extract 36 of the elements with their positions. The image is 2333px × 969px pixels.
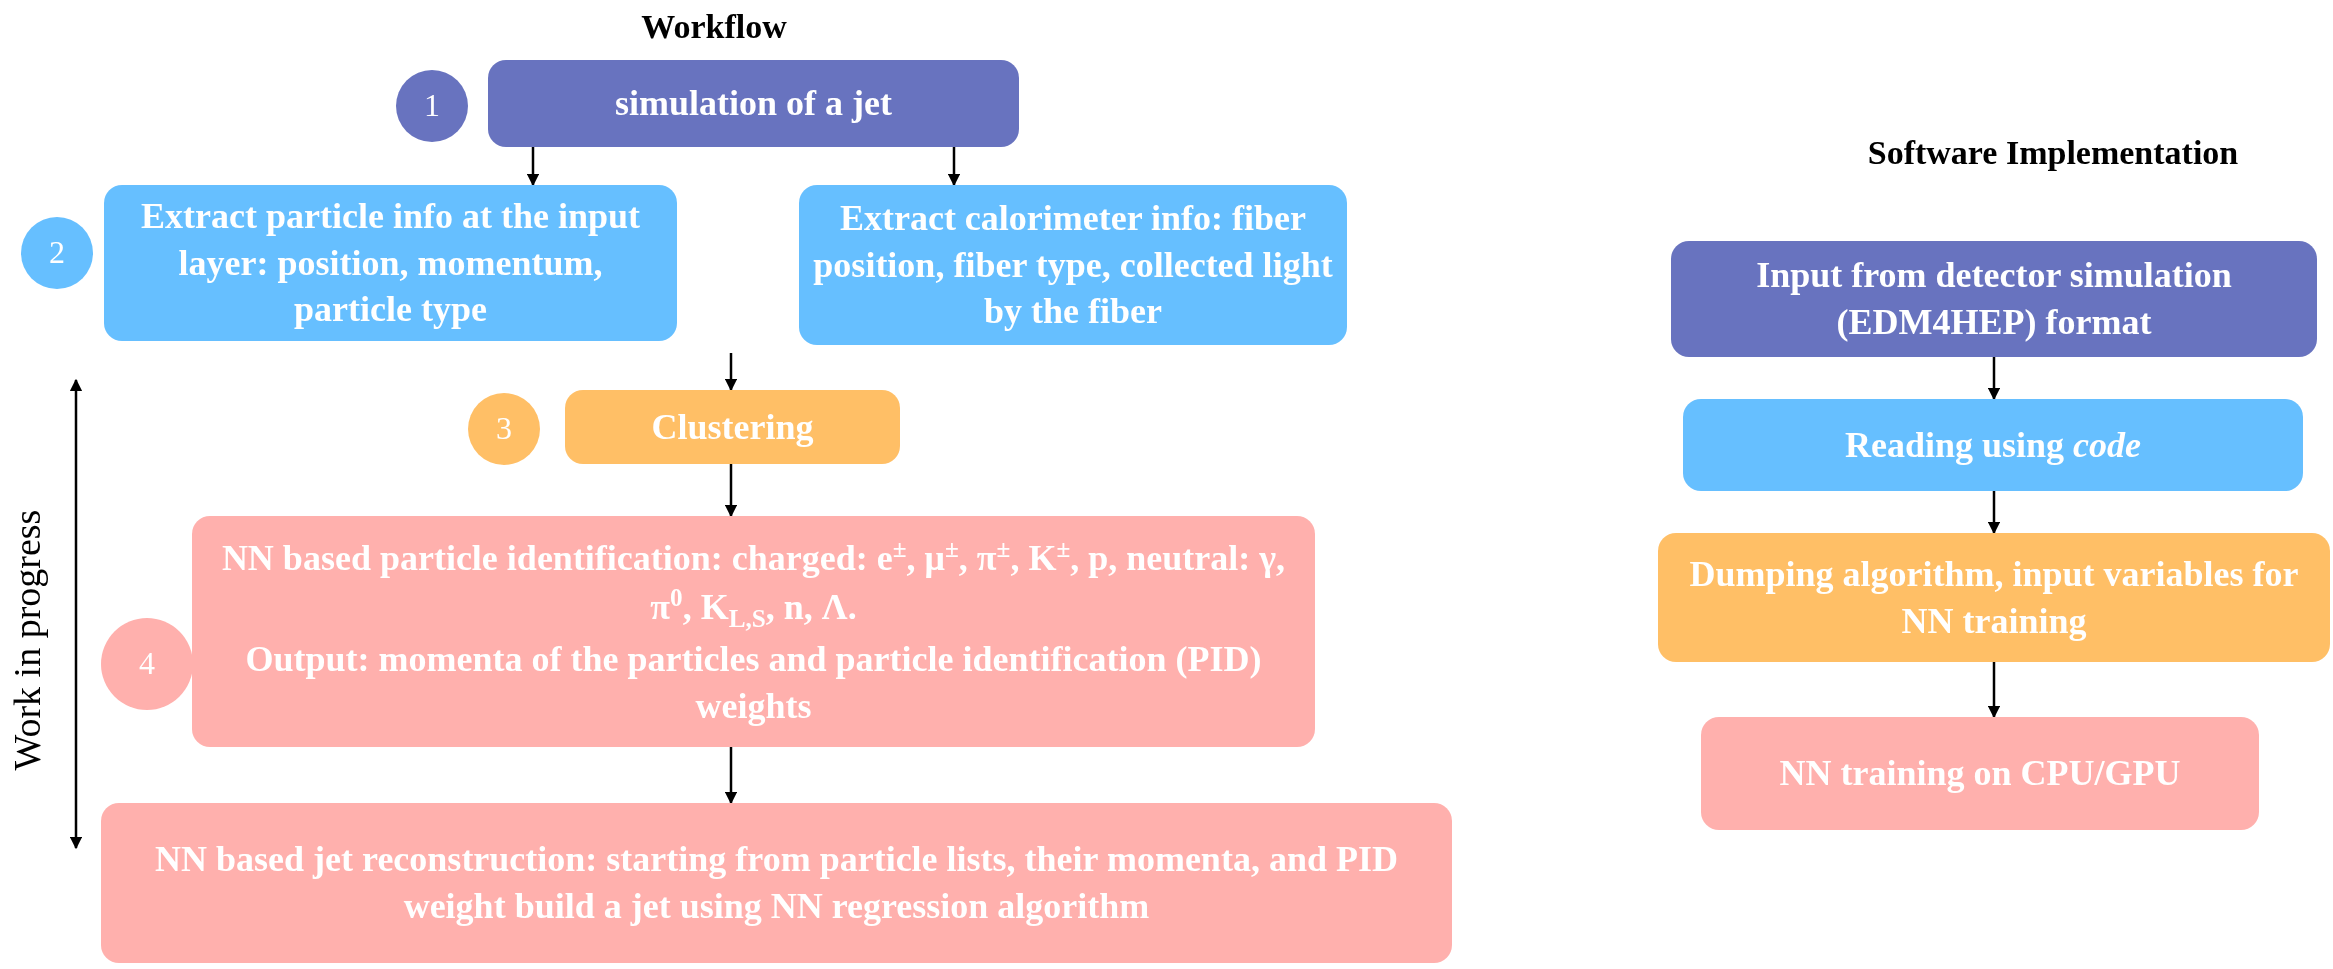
process-box — [104, 185, 677, 341]
side-label: Work in progress — [5, 509, 49, 771]
process-box — [799, 185, 1347, 345]
arrow — [526, 147, 540, 187]
step-number: 4 — [139, 644, 155, 684]
box-text: Dumping algorithm, input variables for NN training — [1688, 552, 2300, 643]
box-text: NN training on CPU/GPU — [1779, 752, 2181, 796]
box-text: simulation of a jet — [615, 82, 892, 126]
box-text: Clustering — [651, 405, 814, 449]
step-number: 1 — [424, 86, 440, 126]
heading: Workflow — [641, 8, 787, 46]
box-text: Extract calorimeter info: fiber position, fiber type, collected light by the fiber — [813, 196, 1333, 334]
arrow — [1987, 662, 2001, 719]
box-text: NN based particle identification: charged: e$^{±}$, μ$^{±}$, π$^{±}$, K$^{±}$, p, neutral: γ, π$^{0}$, K$_{L,S}$, n, Λ. — [220, 534, 1287, 635]
heading: Software Implementation — [1867, 134, 2239, 172]
process-box — [1701, 717, 2259, 830]
process-box — [192, 516, 1315, 747]
box-text: NN based jet reconstruction: starting from particle lists, their momenta, and PID weight build a jet using NN regression algorithm — [154, 838, 1399, 928]
arrow — [947, 147, 961, 187]
process-box — [565, 390, 900, 464]
process-box — [101, 803, 1452, 963]
step-number: 3 — [496, 409, 512, 449]
box-text: Output: momenta of the particles and particle identification (PID) weights — [244, 638, 1263, 728]
arrow — [724, 464, 738, 518]
process-box — [1671, 241, 2317, 357]
process-box — [488, 60, 1019, 147]
arrow — [724, 353, 738, 392]
arrow — [724, 747, 738, 805]
process-box — [1658, 533, 2330, 662]
step-number: 2 — [49, 233, 65, 273]
box-text: Reading using code — [1844, 423, 2141, 467]
arrow — [1987, 491, 2001, 535]
process-box — [1683, 399, 2303, 491]
arrow — [1987, 357, 2001, 401]
box-text: Extract particle info at the input layer: position, momentum, particle type — [140, 194, 641, 332]
box-text: Input from detector simulation (EDM4HEP) format — [1755, 254, 2233, 344]
